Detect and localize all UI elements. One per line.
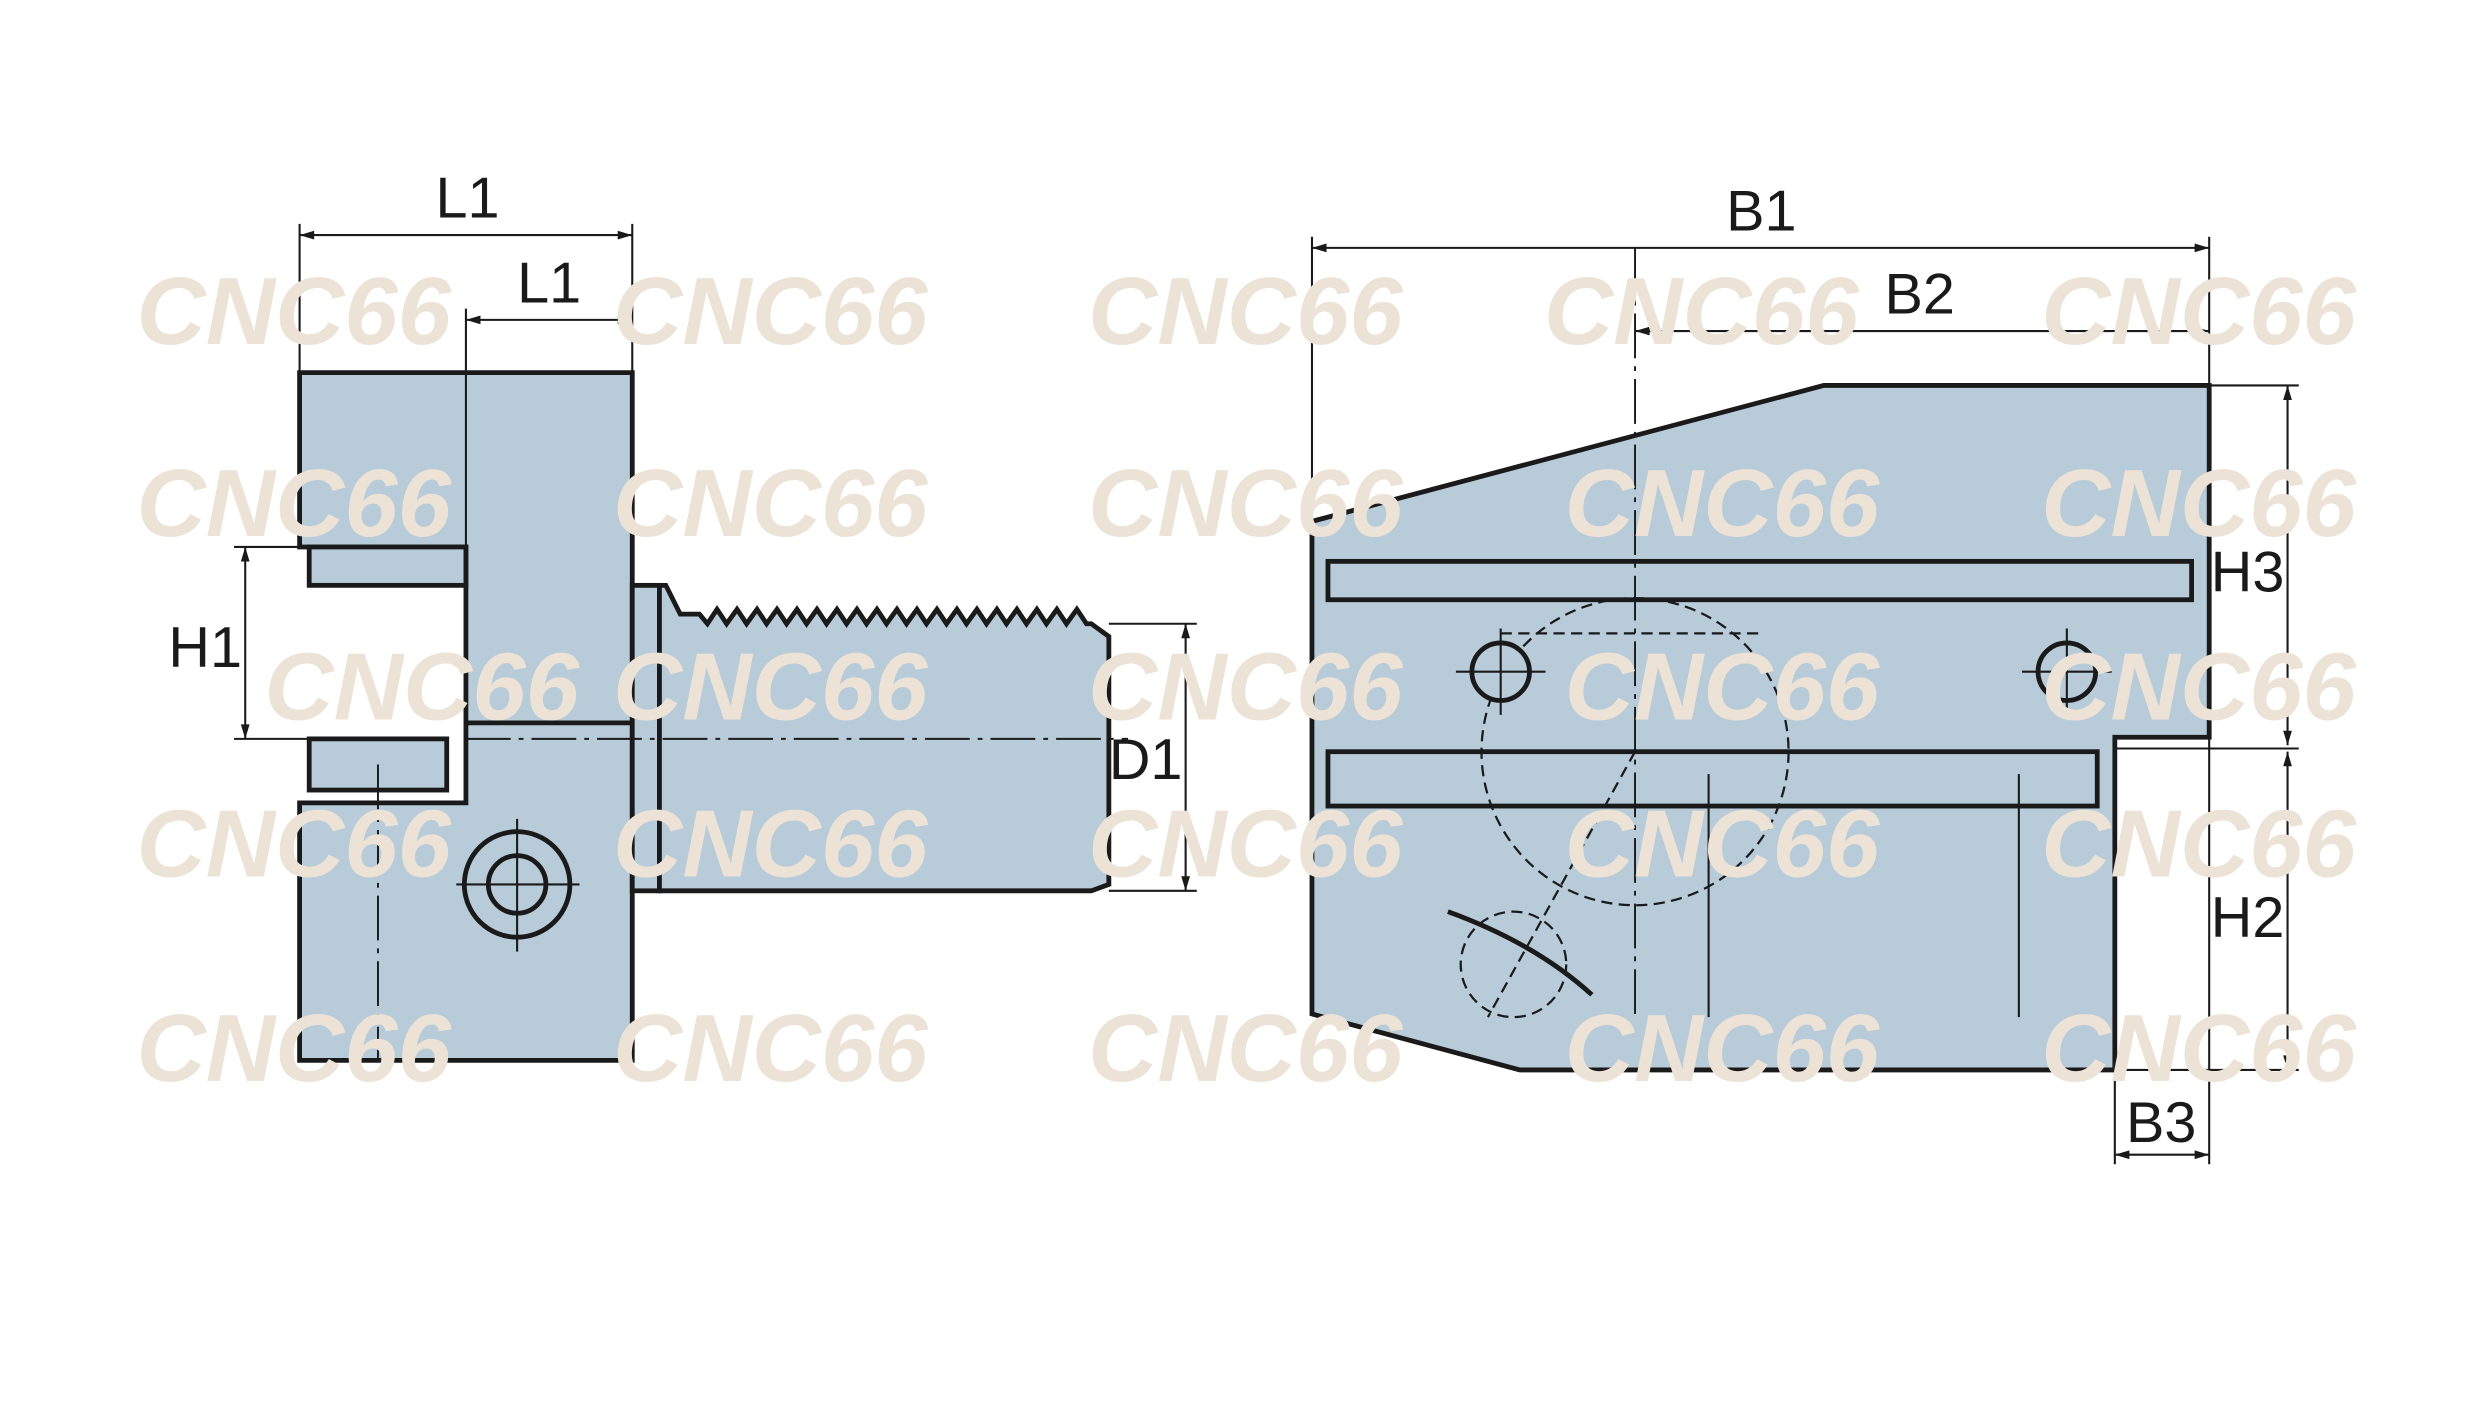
watermark-text: CNC66 bbox=[1565, 634, 1880, 741]
watermark-text: CNC66 bbox=[2041, 790, 2356, 897]
watermark-text: CNC66 bbox=[1088, 258, 1403, 365]
watermark-text: CNC66 bbox=[613, 634, 928, 741]
front-view bbox=[1309, 236, 2299, 1165]
dim-h2: H2 bbox=[2211, 886, 2285, 950]
watermark-text: CNC66 bbox=[2041, 634, 2356, 741]
dim-h1: H1 bbox=[168, 616, 242, 680]
upper-key bbox=[306, 544, 469, 588]
watermark-text: CNC66 bbox=[1544, 258, 1859, 365]
dimension-labels: L1 L1 H1 D1 B1 B2 H3 H2 B3 bbox=[168, 167, 2284, 1155]
watermark-text: CNC66 bbox=[613, 790, 928, 897]
watermark-text: CNC66 bbox=[2041, 995, 2356, 1102]
watermark-text: CNC66 bbox=[2041, 450, 2356, 557]
side-view bbox=[234, 223, 1197, 1063]
watermark-text: CNC66 bbox=[613, 995, 928, 1102]
watermark-text: CNC66 bbox=[613, 258, 928, 365]
watermark-text: CNC66 bbox=[1088, 450, 1403, 557]
dim-l1-overall: L1 bbox=[436, 167, 500, 231]
watermark-text: CNC66 bbox=[1088, 995, 1403, 1102]
lower-slot bbox=[1325, 749, 2100, 809]
watermark-text: CNC66 bbox=[1565, 450, 1880, 557]
dim-h3: H3 bbox=[2211, 541, 2285, 605]
watermark-text: CNC66 bbox=[2041, 258, 2356, 365]
watermark-text: CNC66 bbox=[136, 790, 451, 897]
watermark-text: CNC66 bbox=[1565, 995, 1880, 1102]
watermark-text: CNC66 bbox=[136, 995, 451, 1102]
dim-b2: B2 bbox=[1885, 262, 1955, 326]
watermark-text: CNC66 bbox=[613, 450, 928, 557]
watermark-text: CNC66 bbox=[1088, 634, 1403, 741]
watermark-text: CNC66 bbox=[136, 450, 451, 557]
upper-slot bbox=[1325, 558, 2194, 603]
dim-b3: B3 bbox=[2126, 1091, 2196, 1155]
dim-d1: D1 bbox=[1109, 728, 1183, 792]
holder-plate bbox=[1309, 383, 2212, 1073]
watermark-text: CNC66 bbox=[136, 258, 451, 365]
dim-b1: B1 bbox=[1726, 179, 1796, 243]
watermark-text: CNC66 bbox=[1088, 790, 1403, 897]
watermark-text: CNC66 bbox=[1565, 790, 1880, 897]
watermark-text: CNC66 bbox=[264, 634, 579, 741]
dim-l1-partial: L1 bbox=[517, 251, 581, 315]
